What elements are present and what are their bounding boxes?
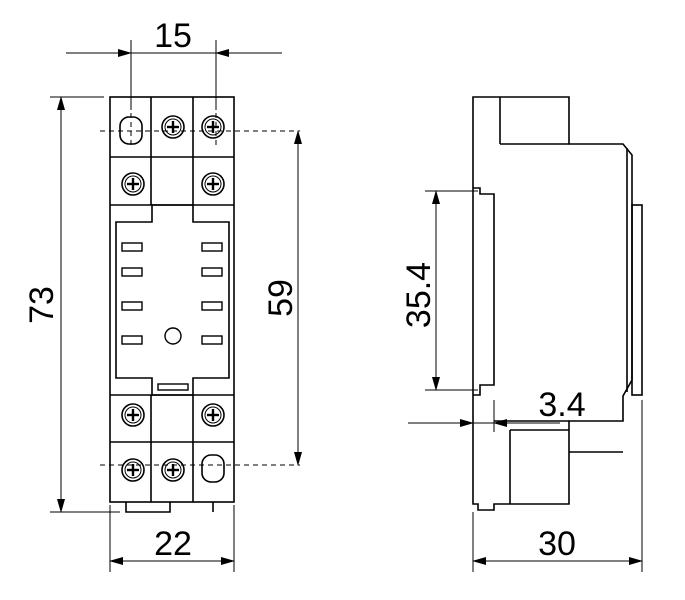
dim-label-35-4: 35.4 — [400, 262, 438, 328]
dim-label-59: 59 — [262, 279, 300, 317]
dim-bottom-width: 22 — [109, 505, 235, 572]
dim-overall-height: 73 — [23, 96, 120, 513]
dim-label-30: 30 — [538, 525, 576, 563]
dim-label-15: 15 — [154, 17, 192, 55]
terminal-screws — [120, 114, 226, 483]
dim-rail-offset: 3.4 — [408, 386, 586, 432]
dim-label-22: 22 — [154, 525, 192, 563]
dim-label-73: 73 — [23, 286, 61, 324]
side-view — [472, 96, 643, 511]
mounting-hole-bottom — [201, 454, 225, 483]
dim-label-3-4: 3.4 — [538, 386, 585, 424]
dim-mounting-height: 59 — [262, 130, 302, 466]
relay-socket-cavity — [115, 204, 230, 396]
side-profile — [472, 96, 633, 511]
socket-body-outline — [109, 96, 235, 503]
pin-slots — [121, 242, 223, 391]
dim-top-width: 15 — [66, 17, 282, 110]
dim-depth: 30 — [472, 400, 643, 572]
din-clip — [125, 502, 171, 513]
dim-rail-height: 35.4 — [400, 190, 478, 391]
